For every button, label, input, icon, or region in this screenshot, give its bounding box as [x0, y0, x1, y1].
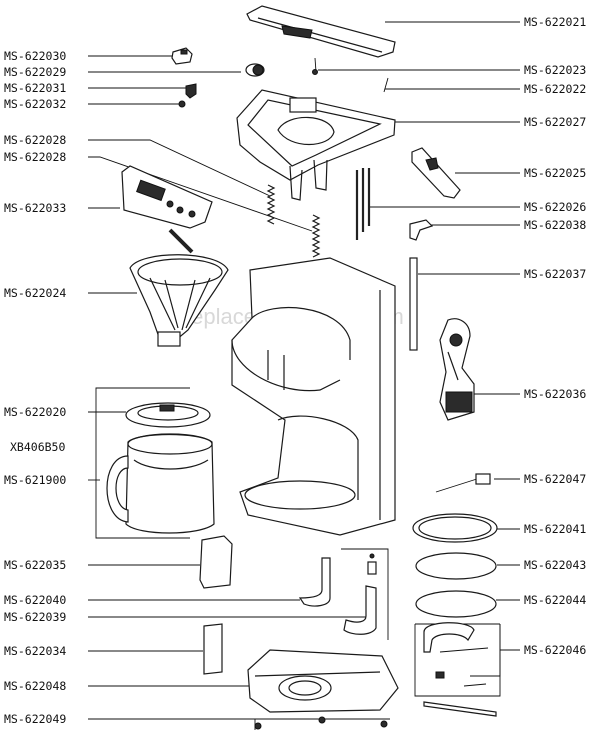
label-ms-622030: MS-622030: [4, 49, 66, 63]
clip-part: [185, 83, 197, 99]
label-ms-621900: MS-621900: [4, 473, 66, 487]
label-ms-622025: MS-622025: [524, 166, 586, 180]
warming-plate-part: [415, 590, 497, 618]
tube-bend-a-part: [298, 557, 331, 607]
top-lid-part: [246, 5, 396, 58]
label-ms-622027: MS-622027: [524, 115, 586, 129]
feet-part: [254, 716, 388, 730]
label-ms-622049: MS-622049: [4, 712, 66, 726]
label-ms-622039: MS-622039: [4, 610, 66, 624]
pin-pair-part: [312, 57, 389, 93]
switch-box-part: [199, 535, 233, 589]
label-ms-622043: MS-622043: [524, 558, 586, 572]
label-ms-622021: MS-622021: [524, 15, 586, 29]
label-ms-622028-a: MS-622028: [4, 133, 66, 147]
gasket-ring-part: [412, 513, 498, 543]
label-ms-622038: MS-622038: [524, 218, 586, 232]
small-button-part: [171, 47, 193, 65]
control-panel-part: [121, 165, 213, 254]
label-ms-622048: MS-622048: [4, 679, 66, 693]
label-ms-622024: MS-622024: [4, 286, 66, 300]
label-ms-622020: MS-622020: [4, 405, 66, 419]
power-cord-part: [435, 473, 491, 493]
label-ms-622047: MS-622047: [524, 472, 586, 486]
bracket-part: [409, 219, 434, 241]
knob-part: [245, 63, 265, 77]
pin-part: [178, 100, 186, 108]
label-ms-622026: MS-622026: [524, 200, 586, 214]
label-ms-622044: MS-622044: [524, 593, 586, 607]
label-ms-622036: MS-622036: [524, 387, 586, 401]
label-ms-622032: MS-622032: [4, 97, 66, 111]
plate-part: [203, 623, 223, 675]
lever-part: [411, 147, 461, 199]
base-plate-part: [247, 649, 399, 713]
label-ms-622040: MS-622040: [4, 593, 66, 607]
housing-body-part: [231, 257, 396, 536]
label-ms-622023: MS-622023: [524, 63, 586, 77]
label-ms-622034: MS-622034: [4, 644, 66, 658]
spring-b-part: [311, 214, 321, 258]
carafe-lid-part: [125, 402, 211, 428]
label-ms-622031: MS-622031: [4, 81, 66, 95]
label-xb406b50: XB406B50: [10, 440, 65, 454]
label-ms-622041: MS-622041: [524, 522, 586, 536]
tube-bend-b-part: [343, 553, 377, 635]
part-group-box-right: [414, 624, 501, 697]
label-ms-622022: MS-622022: [524, 82, 586, 96]
label-ms-622037: MS-622037: [524, 267, 586, 281]
left-labels: MS-622030 MS-622029 MS-622031 MS-622032 …: [4, 49, 66, 726]
right-labels: MS-622021 MS-622023 MS-622022 MS-622027 …: [524, 15, 586, 657]
label-ms-622046: MS-622046: [524, 643, 586, 657]
label-ms-622035: MS-622035: [4, 558, 66, 572]
spring-a-part: [266, 184, 276, 225]
label-ms-622033: MS-622033: [4, 201, 66, 215]
tube-part: [409, 257, 418, 351]
water-tank-top-part: [236, 89, 396, 201]
filter-basket-part: [129, 254, 229, 347]
heater-assembly-part: [439, 318, 475, 421]
seal-ring-part: [415, 552, 497, 580]
heating-element-part: [423, 622, 497, 717]
label-ms-622029: MS-622029: [4, 65, 66, 79]
label-ms-622028-b: MS-622028: [4, 150, 66, 164]
rods-part: [355, 168, 371, 240]
carafe-part: [106, 433, 215, 534]
